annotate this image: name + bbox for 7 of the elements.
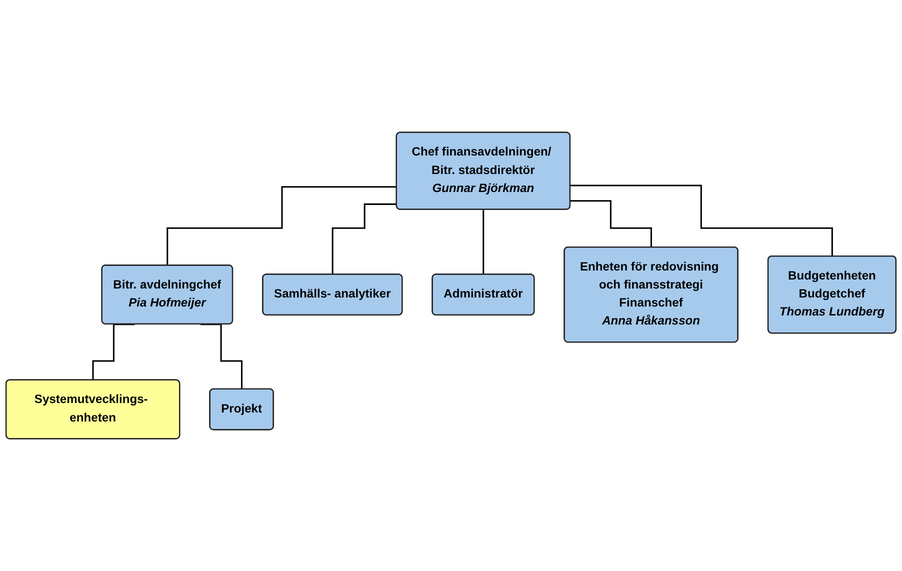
connector (166, 186, 397, 266)
connector (570, 184, 834, 258)
connector (570, 200, 652, 248)
connector (92, 324, 135, 381)
connector (200, 324, 243, 390)
connector (482, 208, 484, 276)
connector (332, 203, 397, 276)
